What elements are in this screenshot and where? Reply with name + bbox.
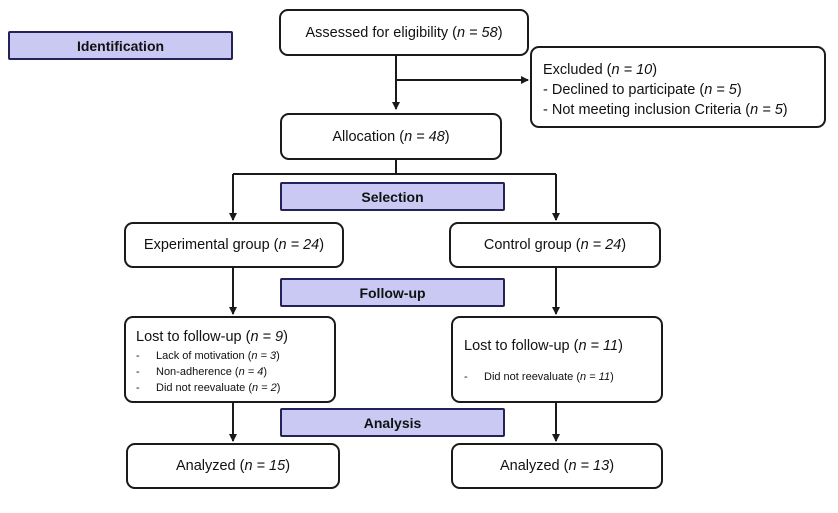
lost-experimental-item: -Non-adherence (n = 4) [136, 366, 268, 378]
stage-identification: Identification [8, 31, 233, 60]
excluded-item: - Declined to participate (n = 5) [543, 82, 742, 98]
analyzed-control-text: Analyzed (n = 13) [499, 458, 615, 474]
allocation-box: Allocation (n = 48) [280, 113, 502, 160]
lost-experimental-title: Lost to follow-up (n = 9) [136, 329, 288, 345]
stage-selection-label: Selection [361, 188, 424, 205]
excluded-title: Excluded (n = 10) [543, 62, 658, 78]
stage-follow-up-label: Follow-up [359, 284, 426, 301]
experimental-group-box: Experimental group (n = 24) [124, 222, 344, 268]
assessed-text: Assessed for eligibility (n = 58) [305, 24, 503, 41]
stage-follow-up: Follow-up [280, 278, 505, 307]
excluded-box: Excluded (n = 10) - Declined to particip… [530, 46, 826, 128]
lost-control-title: Lost to follow-up (n = 11) [464, 338, 623, 354]
assessed-box: Assessed for eligibility (n = 58) [279, 9, 529, 56]
lost-experimental-item: -Did not reevaluate (n = 2) [136, 382, 281, 394]
lost-control-item: -Did not reevaluate (n = 11) [464, 371, 614, 383]
analyzed-experimental-text: Analyzed (n = 15) [175, 458, 291, 474]
stage-identification-label: Identification [76, 37, 165, 54]
experimental-group-text: Experimental group (n = 24) [143, 237, 325, 253]
lost-experimental-item: -Lack of motivation (n = 3) [136, 350, 280, 362]
lost-experimental-box: Lost to follow-up (n = 9) -Lack of motiv… [124, 316, 336, 403]
stage-analysis-label: Analysis [363, 414, 422, 431]
control-group-box: Control group (n = 24) [449, 222, 661, 268]
allocation-text: Allocation (n = 48) [332, 128, 450, 145]
analyzed-experimental-box: Analyzed (n = 15) [126, 443, 340, 489]
analyzed-control-box: Analyzed (n = 13) [451, 443, 663, 489]
control-group-text: Control group (n = 24) [483, 237, 627, 253]
stage-analysis: Analysis [280, 408, 505, 437]
excluded-item: - Not meeting inclusion Criteria (n = 5) [543, 102, 788, 118]
lost-control-box: Lost to follow-up (n = 11) -Did not reev… [451, 316, 663, 403]
stage-selection: Selection [280, 182, 505, 211]
